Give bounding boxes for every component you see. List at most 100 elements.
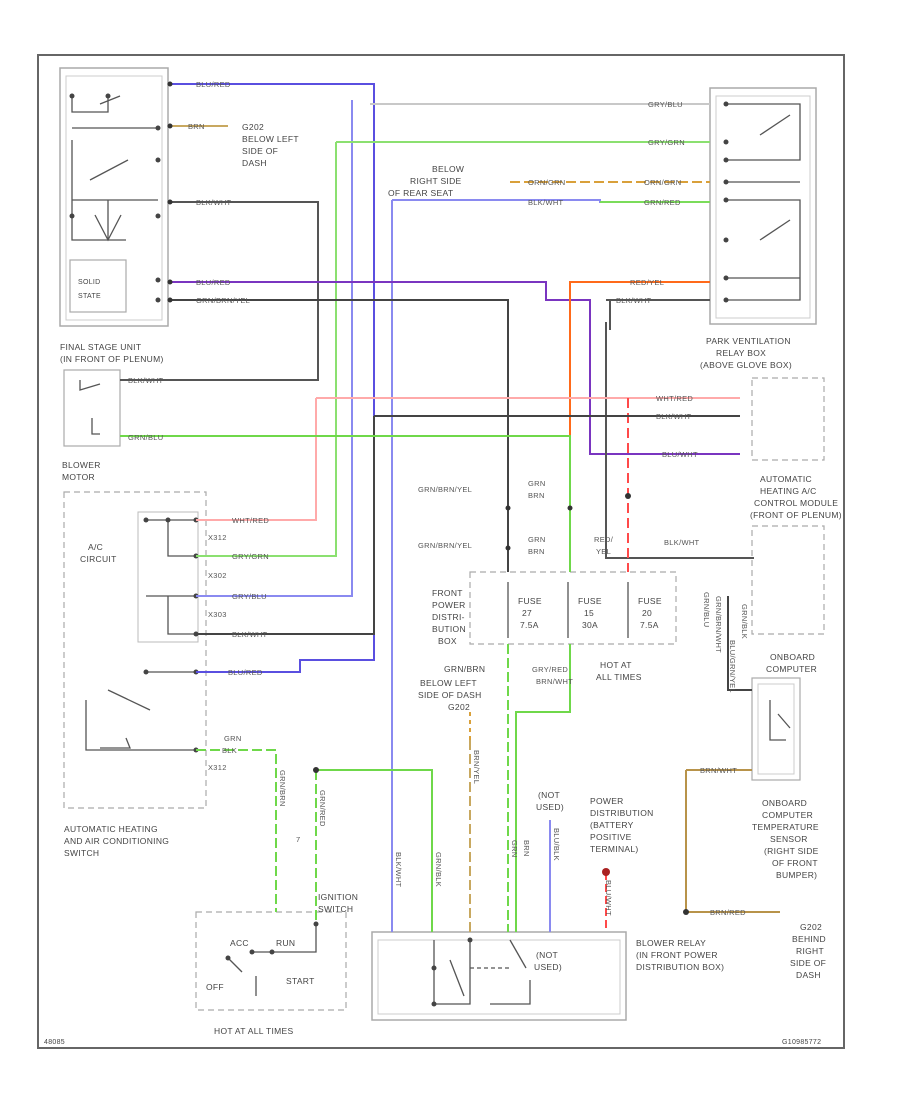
wl-x303: X303	[208, 610, 227, 619]
temp-sensor-label-4: SENSOR	[770, 834, 808, 844]
g202-label-4: DASH	[242, 158, 267, 168]
power-dist-label-3: (BATTERY	[590, 820, 634, 830]
fuse-box-label-4: BUTION	[432, 624, 466, 634]
diagram-frame	[37, 54, 845, 1049]
fuse-20-label-1: FUSE	[638, 596, 662, 606]
not-used-label-1: (NOT	[538, 790, 560, 800]
wl-vertical-grn-blu: GRN/BLU	[702, 592, 711, 627]
fuse-15-label-2: 15	[584, 608, 594, 618]
temp-sensor-label-5: (RIGHT SIDE	[764, 846, 819, 856]
park-vent-label-3: (ABOVE GLOVE BOX)	[700, 360, 792, 370]
front-power-distribution-box	[469, 571, 677, 645]
power-dist-label-2: DISTRIBUTION	[590, 808, 654, 818]
wl-blu-red: BLU/RED	[196, 80, 231, 89]
wl-gry-grn-sw: GRY/GRN	[232, 552, 269, 561]
wl-blk-wht: BLK/WHT	[196, 198, 232, 207]
ignition-label-1: IGNITION	[318, 892, 358, 902]
wl-x312: X312	[208, 533, 227, 542]
wl-orn-grn2: ORN/GRN	[644, 178, 682, 187]
fuse-box-label-5: BOX	[438, 636, 457, 646]
blower-motor-label-1: BLOWER	[62, 460, 101, 470]
auto-switch-label-3: SWITCH	[64, 848, 99, 858]
temp-sensor-label-2: COMPUTER	[762, 810, 813, 820]
blower-motor-label-2: MOTOR	[62, 472, 95, 482]
fuse-box-label-3: DISTRI-	[432, 612, 465, 622]
fuse-27-label-3: 7.5A	[520, 620, 539, 630]
wl-brn-2: BRN	[528, 547, 545, 556]
wl-vertical-grn-brn-b: GRN/BRN	[278, 770, 287, 807]
wl-vertical-brn-b: BRN	[522, 840, 531, 857]
g202-label-1: G202	[242, 122, 264, 132]
fuse-box-label-2: POWER	[432, 600, 466, 610]
wl-brn-wht: BRN/WHT	[700, 766, 737, 775]
auto-module-label-2: HEATING A/C	[760, 486, 817, 496]
wl-blk-wht-sw: BLK/WHT	[232, 630, 268, 639]
hot-all-times-label-2: ALL TIMES	[596, 672, 642, 682]
wl-x312b: X312	[208, 763, 227, 772]
final-stage-unit-box	[59, 67, 169, 327]
wl-blk-wht5: BLK/WHT	[656, 412, 692, 421]
auto-module-label-3: CONTROL MODULE	[754, 498, 838, 508]
g202-right-label-5: DASH	[796, 970, 821, 980]
g202-mid-label-3: SIDE OF DASH	[418, 690, 482, 700]
g202-mid-label-2: BELOW LEFT	[420, 678, 477, 688]
wire-blu-wht	[196, 100, 353, 597]
auto-switch-label-2: AND AIR CONDITIONING	[64, 836, 169, 846]
temp-sensor-label-6: OF FRONT	[772, 858, 818, 868]
wl-grn-red: GRN/RED	[644, 198, 681, 207]
wl-blk-wht-r: BLK/WHT	[664, 538, 700, 547]
temp-sensor-label-7: BUMPER)	[776, 870, 817, 880]
wl-red-yel: RED/YEL	[630, 278, 664, 287]
auto-heating-switch-box	[63, 491, 207, 809]
wire-grn-sw	[196, 749, 277, 912]
park-vent-label-1: PARK VENTILATION	[706, 336, 791, 346]
wire-blk-wht	[120, 201, 319, 381]
park-vent-label-2: RELAY BOX	[716, 348, 766, 358]
fuse-27-label-2: 27	[522, 608, 532, 618]
not-used-label-2: USED)	[536, 802, 564, 812]
onboard-label-1: ONBOARD	[770, 652, 815, 662]
wl-blk-wht4: BLK/WHT	[616, 296, 652, 305]
wl-gry-grn: GRY/GRN	[648, 138, 685, 147]
wl-brn: BRN	[188, 122, 205, 131]
wl-grn-brn-yel2: GRN/BRN/YEL	[418, 485, 472, 494]
ac-circuit-box	[137, 511, 199, 643]
blower-motor-box	[63, 369, 121, 447]
footer-right-code: G10985772	[782, 1039, 821, 1046]
power-dist-label-1: POWER	[590, 796, 624, 806]
wire-grn-brn-yel	[170, 299, 509, 572]
auto-control-module-box-2	[751, 525, 825, 635]
blower-relay-label-2: (IN FRONT POWER	[636, 950, 718, 960]
wire-wht-red	[196, 398, 317, 521]
below-right-label-3: OF REAR SEAT	[388, 188, 453, 198]
wl-grn-1: GRN	[528, 479, 546, 488]
wl-vertical-grn-red-b: GRN/RED	[318, 790, 327, 827]
wire-blk-onboard	[727, 596, 752, 691]
temp-sensor-label-1: ONBOARD	[762, 798, 807, 808]
temp-sensor-label-3: TEMPERATURE	[752, 822, 819, 832]
wl-grn-brn-yel3: GRN/BRN/YEL	[418, 541, 472, 550]
solid-state-box	[69, 259, 127, 313]
onboard-label-2: COMPUTER	[766, 664, 817, 674]
wl-red-yel-2: YEL	[596, 547, 611, 556]
footer-left-code: 48085	[44, 1039, 65, 1046]
final-stage-label: FINAL STAGE UNIT	[60, 342, 141, 352]
fuse-15-label-1: FUSE	[578, 596, 602, 606]
wl-vertical-brn-yel: BRN/YEL	[472, 750, 481, 784]
wl-wht-red: WHT/RED	[656, 394, 693, 403]
wl-x302: X302	[208, 571, 227, 580]
g202-mid-label-1: GRN/BRN	[444, 664, 485, 674]
wire-blu-red	[170, 83, 375, 673]
blower-relay-label-1: BLOWER RELAY	[636, 938, 706, 948]
auto-switch-label-1: AUTOMATIC HEATING	[64, 824, 158, 834]
onboard-computer-box	[751, 677, 801, 781]
g202-right-label-3: RIGHT	[796, 946, 824, 956]
wl-grn-brn-yel: GRN/BRN/YEL	[196, 296, 250, 305]
below-right-label-2: RIGHT SIDE	[410, 176, 462, 186]
fuse-27-label-1: FUSE	[518, 596, 542, 606]
g202-right-label-2: BEHIND	[792, 934, 826, 944]
wire-grn-brn	[120, 435, 571, 572]
ignition-label-2: SWITCH	[318, 904, 353, 914]
g202-label-3: SIDE OF	[242, 146, 278, 156]
